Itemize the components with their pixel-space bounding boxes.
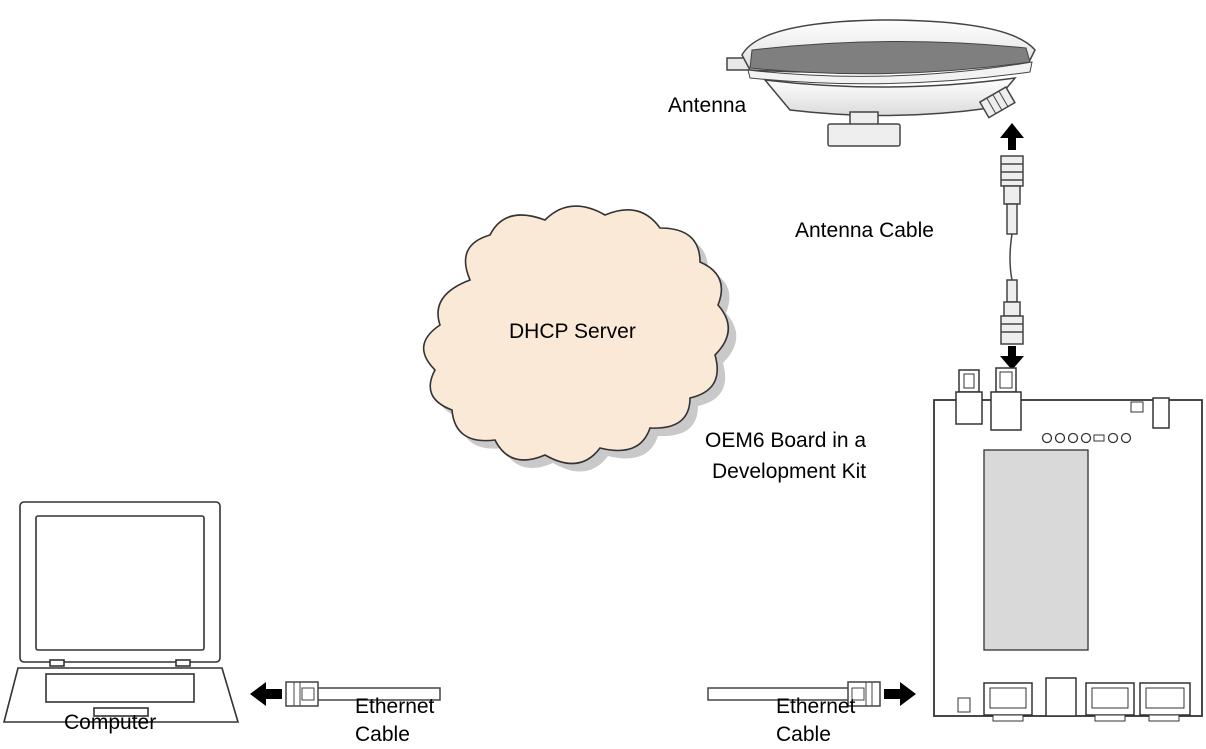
oem6-board-icon bbox=[933, 367, 1203, 722]
oem6-label-line1: OEM6 Board in a bbox=[705, 429, 867, 452]
laptop-icon bbox=[2, 501, 240, 723]
antenna-label: Antenna bbox=[668, 94, 747, 117]
ethernet-right-label-line1: Ethernet bbox=[776, 695, 856, 718]
oem6-label-line2: Development Kit bbox=[712, 460, 867, 483]
antenna-cable-icon bbox=[1000, 155, 1024, 345]
dhcp-server-label: DHCP Server bbox=[509, 320, 636, 343]
ethernet-cable-right bbox=[707, 681, 881, 707]
ethernet-right-label-line2: Cable bbox=[776, 723, 831, 746]
arrow-up-icon bbox=[1000, 123, 1024, 150]
ethernet-left-label-line1: Ethernet bbox=[355, 695, 435, 718]
ethernet-cable-left bbox=[285, 681, 441, 707]
arrow-down-icon bbox=[1000, 346, 1024, 370]
arrow-left-icon bbox=[250, 682, 282, 706]
ethernet-left-label-line2: Cable bbox=[355, 723, 410, 746]
computer-label: Computer bbox=[64, 711, 157, 734]
antenna-icon bbox=[726, 19, 1036, 147]
arrow-right-icon bbox=[884, 682, 916, 706]
antenna-cable-label: Antenna Cable bbox=[795, 219, 934, 242]
dhcp-cloud-icon bbox=[422, 205, 737, 472]
